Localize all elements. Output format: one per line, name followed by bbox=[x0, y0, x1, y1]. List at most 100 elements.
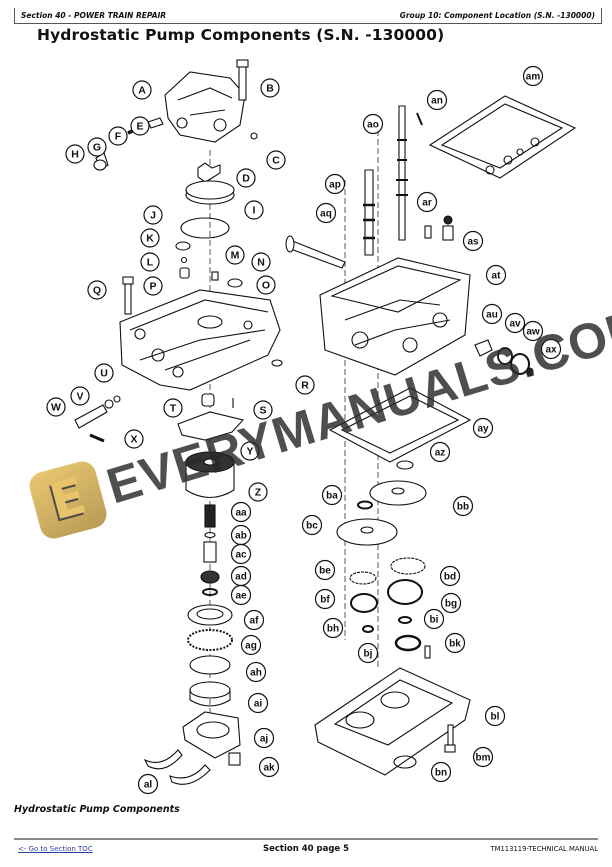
callout-au: au bbox=[481, 303, 503, 325]
part-drawings bbox=[74, 59, 577, 785]
svg-text:aw: aw bbox=[526, 327, 540, 338]
callout-ay: ay bbox=[472, 417, 494, 439]
callout-P: P bbox=[143, 276, 163, 296]
callout-as: as bbox=[462, 230, 484, 252]
callout-I: I bbox=[244, 200, 264, 220]
svg-text:bd: bd bbox=[444, 572, 456, 583]
callout-ag: ag bbox=[240, 634, 262, 656]
svg-text:af: af bbox=[250, 616, 260, 627]
svg-text:K: K bbox=[146, 233, 154, 245]
callout-U: U bbox=[94, 363, 114, 383]
callout-aq: aq bbox=[315, 202, 337, 224]
svg-text:aq: aq bbox=[320, 209, 332, 220]
svg-text:bj: bj bbox=[364, 649, 373, 660]
callout-be: be bbox=[314, 559, 336, 581]
svg-text:T: T bbox=[170, 403, 177, 415]
svg-text:bh: bh bbox=[327, 624, 339, 635]
svg-text:ap: ap bbox=[329, 180, 341, 191]
callout-al: al bbox=[137, 773, 159, 795]
callout-Y: Y bbox=[240, 441, 260, 461]
callout-Z: Z bbox=[248, 482, 268, 502]
pump-components-illustration: ABCDEFGHIJKLMNOPQRSTUVWXYZaaabacadaeafag… bbox=[46, 59, 577, 795]
svg-text:B: B bbox=[266, 83, 274, 95]
callout-an: an bbox=[426, 89, 448, 111]
svg-text:E: E bbox=[136, 121, 143, 133]
callout-aw: aw bbox=[522, 320, 544, 342]
svg-text:bg: bg bbox=[445, 599, 457, 610]
svg-text:at: at bbox=[492, 271, 502, 282]
callout-ap: ap bbox=[324, 173, 346, 195]
svg-text:Z: Z bbox=[255, 487, 262, 499]
callout-W: W bbox=[46, 397, 66, 417]
callout-am: am bbox=[522, 65, 544, 87]
callout-bd: bd bbox=[439, 565, 461, 587]
callout-bc: bc bbox=[301, 514, 323, 536]
svg-text:O: O bbox=[262, 280, 270, 292]
svg-text:ae: ae bbox=[235, 591, 247, 602]
callout-ax: ax bbox=[540, 338, 562, 360]
go-to-section-toc-link[interactable]: <- Go to Section TOC bbox=[18, 845, 93, 853]
callout-J: J bbox=[143, 205, 163, 225]
callout-K: K bbox=[140, 228, 160, 248]
callout-N: N bbox=[251, 252, 271, 272]
callout-ba: ba bbox=[321, 484, 343, 506]
manual-id: TM113119-TECHNICAL MANUAL bbox=[490, 845, 598, 853]
svg-text:R: R bbox=[301, 380, 309, 392]
svg-text:al: al bbox=[144, 780, 153, 791]
callout-az: az bbox=[429, 441, 451, 463]
callout-Q: Q bbox=[87, 280, 107, 300]
svg-text:an: an bbox=[431, 96, 443, 107]
footer-divider bbox=[14, 838, 598, 840]
svg-text:bi: bi bbox=[430, 615, 439, 626]
svg-text:N: N bbox=[257, 257, 265, 269]
callout-R: R bbox=[295, 375, 315, 395]
svg-text:av: av bbox=[509, 319, 521, 330]
callout-G: G bbox=[87, 137, 107, 157]
callout-bl: bl bbox=[484, 705, 506, 727]
svg-text:J: J bbox=[150, 210, 156, 222]
svg-text:au: au bbox=[486, 310, 498, 321]
callout-bh: bh bbox=[322, 617, 344, 639]
svg-text:as: as bbox=[467, 237, 479, 248]
callout-M: M bbox=[225, 245, 245, 265]
section-title: Section 40 - POWER TRAIN REPAIR bbox=[21, 11, 167, 20]
callout-av: av bbox=[504, 312, 526, 334]
callout-E: E bbox=[130, 116, 150, 136]
callout-A: A bbox=[132, 80, 152, 100]
page-title: Hydrostatic Pump Components (S.N. -13000… bbox=[37, 26, 445, 44]
callout-ak: ak bbox=[258, 756, 280, 778]
page-header: Section 40 - POWER TRAIN REPAIR Group 10… bbox=[14, 8, 602, 24]
callout-S: S bbox=[253, 400, 273, 420]
svg-text:X: X bbox=[130, 434, 137, 446]
callout-X: X bbox=[124, 429, 144, 449]
callout-bb: bb bbox=[452, 495, 474, 517]
svg-text:aj: aj bbox=[260, 734, 269, 745]
callout-bg: bg bbox=[440, 592, 462, 614]
svg-text:bk: bk bbox=[449, 639, 461, 650]
svg-text:az: az bbox=[435, 448, 446, 459]
svg-text:U: U bbox=[100, 368, 108, 380]
callout-ar: ar bbox=[416, 191, 438, 213]
svg-text:ao: ao bbox=[367, 120, 379, 131]
callout-bi: bi bbox=[423, 608, 445, 630]
callout-aj: aj bbox=[253, 727, 275, 749]
callout-ai: ai bbox=[247, 692, 269, 714]
callout-B: B bbox=[260, 78, 280, 98]
svg-text:be: be bbox=[319, 566, 331, 577]
svg-text:G: G bbox=[93, 142, 101, 154]
callout-bf: bf bbox=[314, 588, 336, 610]
callout-bj: bj bbox=[357, 642, 379, 664]
callout-T: T bbox=[163, 398, 183, 418]
svg-text:M: M bbox=[231, 250, 240, 262]
svg-text:ai: ai bbox=[254, 699, 263, 710]
svg-text:W: W bbox=[51, 402, 61, 414]
svg-text:Y: Y bbox=[246, 446, 253, 458]
svg-text:Q: Q bbox=[93, 285, 101, 297]
svg-text:ar: ar bbox=[422, 198, 432, 209]
svg-text:P: P bbox=[149, 281, 156, 293]
callout-aa: aa bbox=[230, 501, 252, 523]
callout-ac: ac bbox=[230, 543, 252, 565]
callout-bk: bk bbox=[444, 632, 466, 654]
